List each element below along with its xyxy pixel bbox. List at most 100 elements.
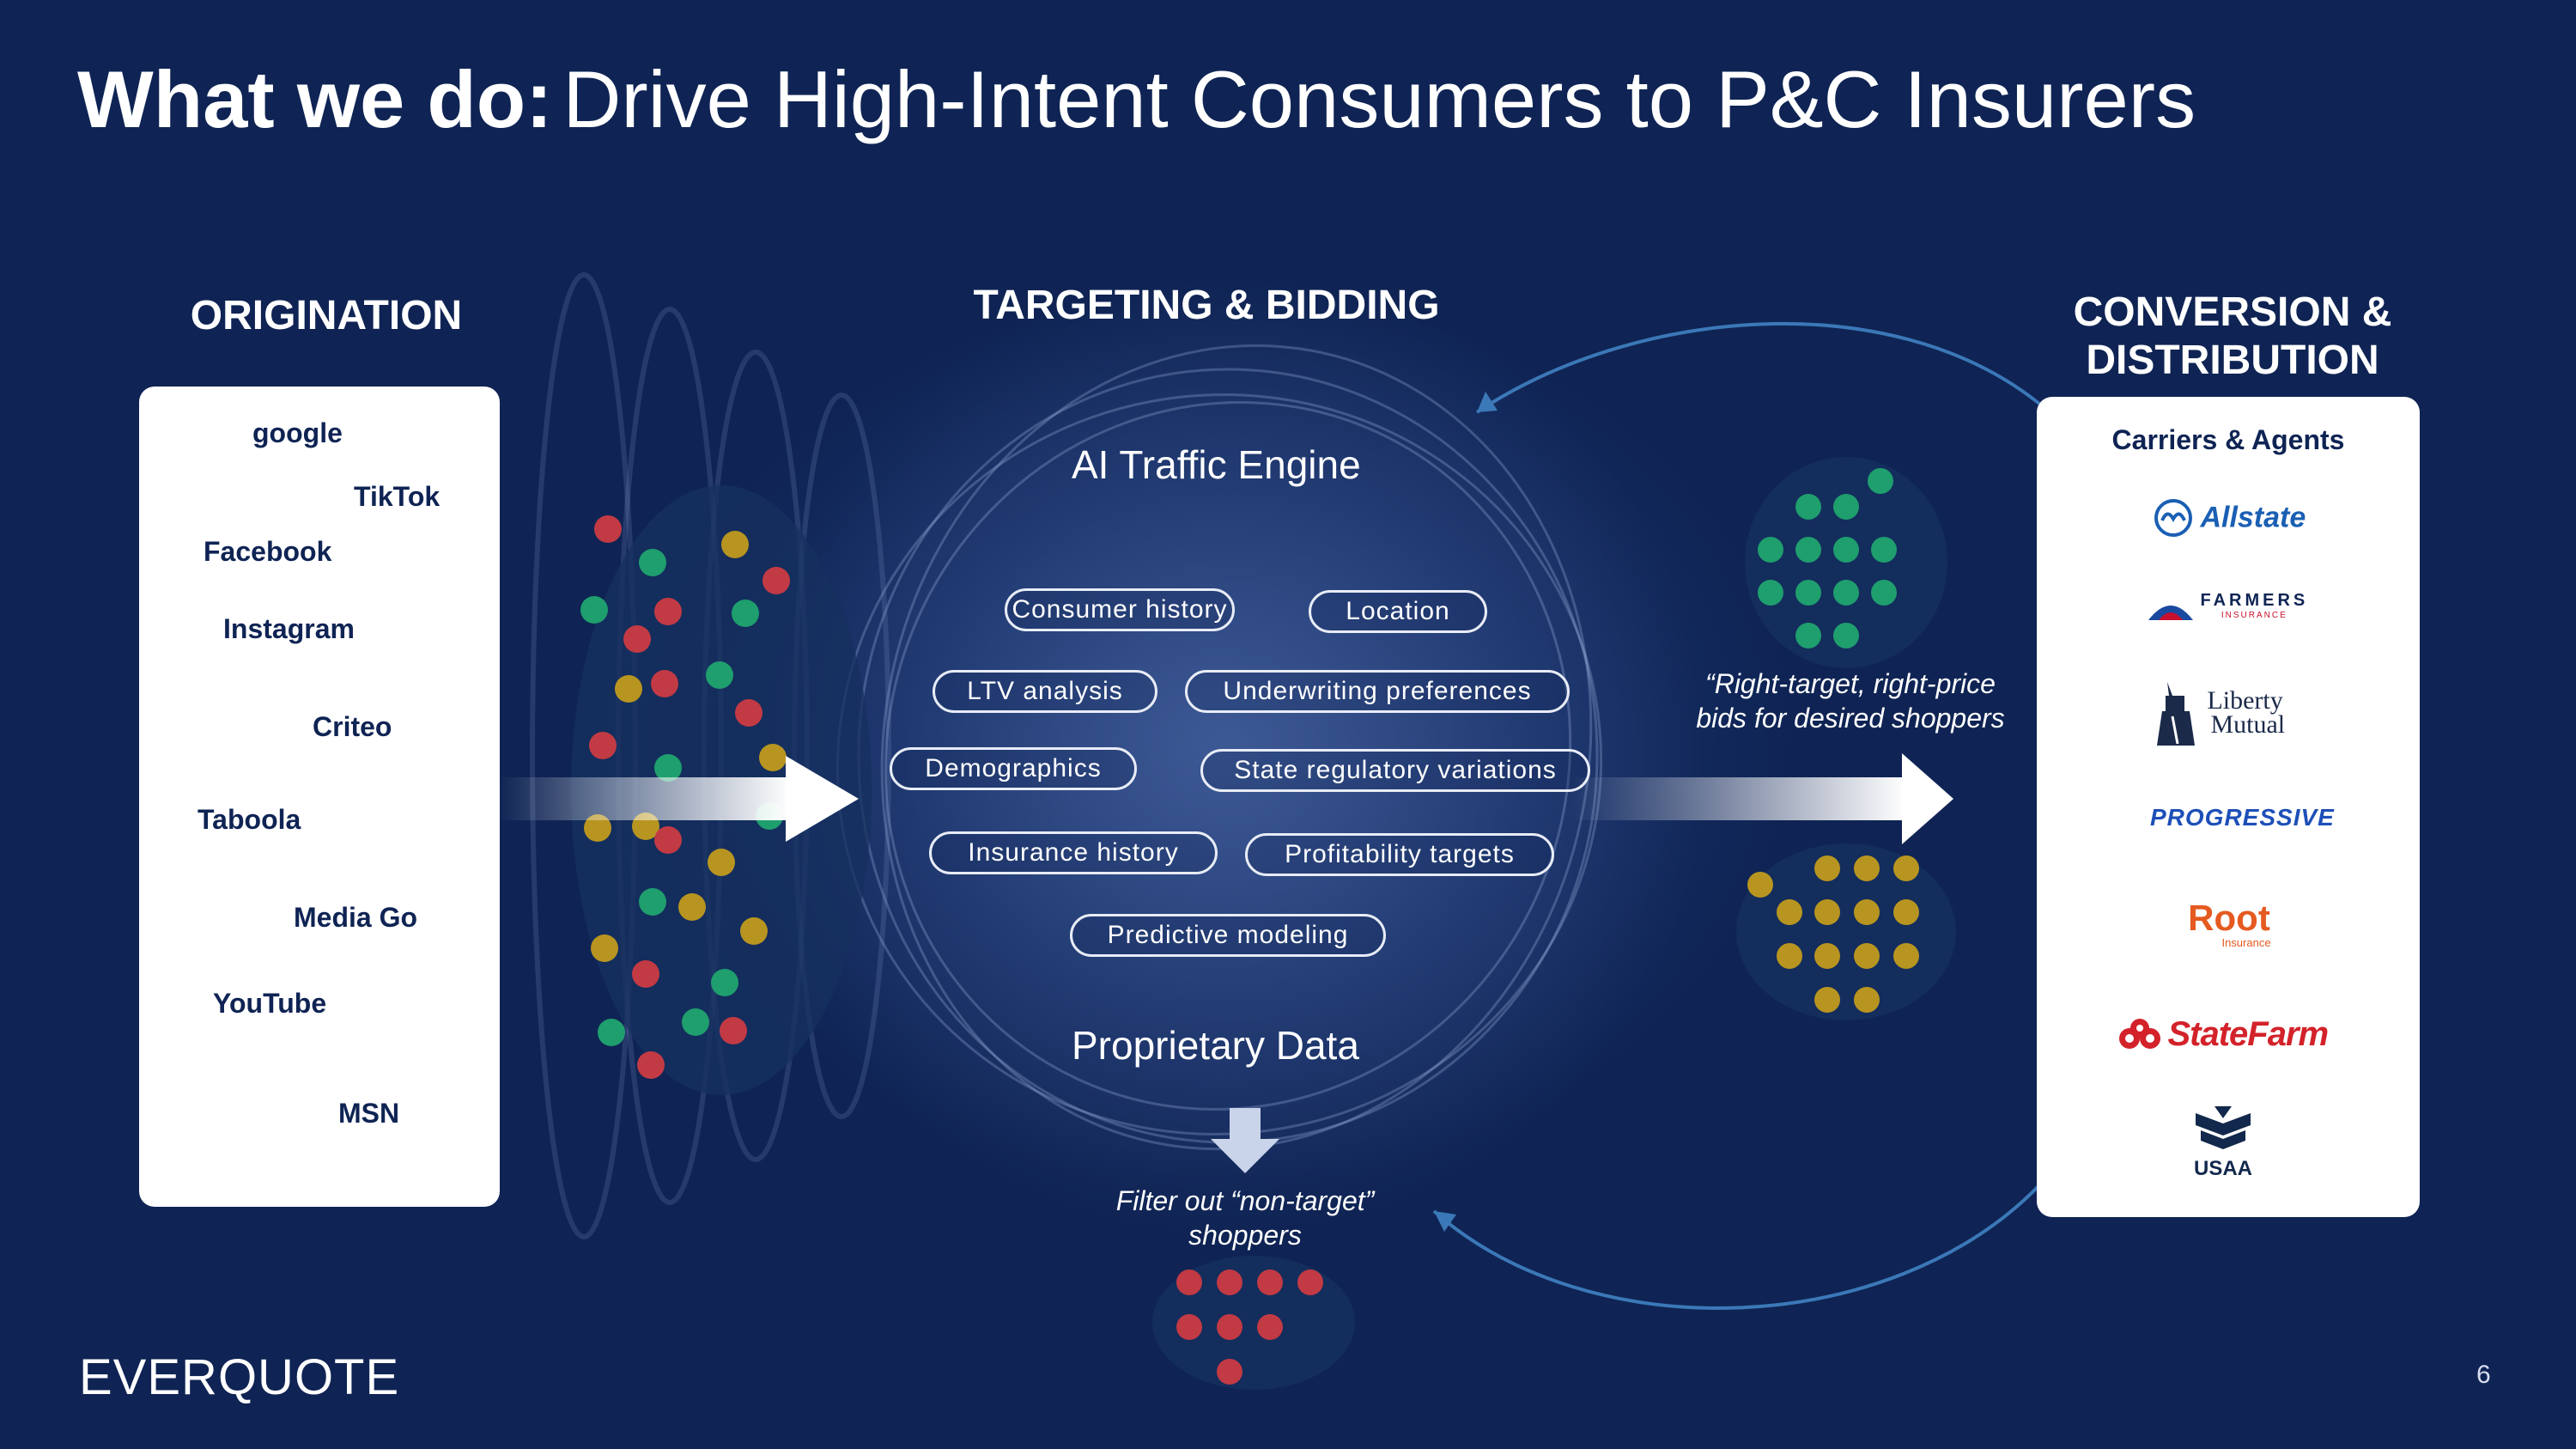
everquote-logo: EVERQUOTE bbox=[79, 1349, 400, 1405]
progressive-logo: PROGRESSIVE bbox=[2150, 804, 2335, 831]
shopper-dot bbox=[706, 661, 733, 689]
shopper-dot bbox=[1814, 987, 1840, 1013]
shopper-dot bbox=[654, 598, 682, 625]
shopper-dot bbox=[1747, 872, 1773, 898]
shopper-dot bbox=[1176, 1314, 1202, 1340]
farmers-subtext: INSURANCE bbox=[2221, 611, 2287, 620]
filter-down-arrow bbox=[1211, 1108, 1279, 1173]
root-logo: Root Insurance bbox=[2178, 900, 2281, 950]
shopper-dot bbox=[1814, 855, 1840, 881]
allstate-hands-icon bbox=[2154, 499, 2192, 537]
filter-caption: Filter out “non-target” shoppers bbox=[1056, 1184, 1434, 1252]
shopper-dot bbox=[654, 826, 682, 854]
shopper-dot bbox=[720, 1017, 747, 1044]
shopper-dot bbox=[1257, 1269, 1283, 1295]
source-google: google bbox=[252, 417, 343, 448]
state-farm-logo: StateFarm bbox=[2116, 1015, 2329, 1054]
shopper-dot bbox=[623, 625, 651, 653]
shopper-dot bbox=[1758, 537, 1783, 563]
shopper-dot bbox=[584, 814, 611, 842]
factor-pill: Predictive modeling bbox=[1070, 914, 1386, 957]
conversion-heading-line2: DISTRIBUTION bbox=[2086, 338, 2379, 383]
shopper-dot bbox=[1871, 580, 1897, 606]
shopper-dot bbox=[1297, 1269, 1323, 1295]
page-title: What we do:Drive High-Intent Consumers t… bbox=[77, 53, 2196, 146]
shopper-dot bbox=[651, 670, 678, 697]
shopper-dot bbox=[1257, 1314, 1283, 1340]
factor-pill: Demographics bbox=[890, 747, 1137, 790]
liberty-mutual-logo: Liberty Mutual bbox=[2152, 679, 2285, 747]
shopper-dot bbox=[708, 849, 735, 876]
source-youtube: YouTube bbox=[213, 988, 327, 1019]
shopper-dot bbox=[1814, 943, 1840, 969]
shopper-dot bbox=[1176, 1269, 1202, 1295]
root-subtext: Insurance bbox=[2221, 936, 2271, 949]
shopper-dot bbox=[637, 1051, 665, 1079]
source-media-go: Media Go bbox=[294, 902, 418, 933]
factor-pill: Profitability targets bbox=[1245, 833, 1554, 876]
factor-pill: Underwriting preferences bbox=[1185, 670, 1570, 713]
factor-pill: LTV analysis bbox=[933, 670, 1157, 713]
shopper-dot bbox=[598, 1019, 625, 1046]
state-farm-wordmark: StateFarm bbox=[2167, 1015, 2329, 1053]
shopper-dot bbox=[589, 732, 617, 759]
shopper-dot bbox=[1854, 987, 1880, 1013]
title-rest: Drive High-Intent Consumers to P&C Insur… bbox=[562, 54, 2196, 144]
conversion-arrow bbox=[1571, 753, 1953, 844]
carriers-heading: Carriers & Agents bbox=[2111, 424, 2345, 455]
mutual-wordmark: Mutual bbox=[2210, 710, 2286, 739]
shopper-dot bbox=[678, 893, 706, 921]
shopper-dot bbox=[740, 917, 768, 945]
shopper-dot bbox=[1893, 899, 1919, 925]
shopper-dot bbox=[1854, 855, 1880, 881]
shopper-dot bbox=[1795, 537, 1821, 563]
source-tiktok: TikTok bbox=[354, 481, 440, 512]
shopper-dot bbox=[1795, 623, 1821, 648]
proprietary-data-label: Proprietary Data bbox=[1072, 1023, 1359, 1068]
farmers-wordmark: FARMERS bbox=[2200, 591, 2309, 610]
page-number: 6 bbox=[2476, 1361, 2491, 1389]
target-shoppers-dots bbox=[1745, 457, 1947, 668]
shopper-dot bbox=[1854, 899, 1880, 925]
liberty-wordmark: Liberty bbox=[2207, 686, 2283, 715]
title-bold: What we do: bbox=[77, 54, 553, 144]
source-facebook: Facebook bbox=[204, 536, 332, 567]
shopper-dot bbox=[735, 699, 762, 727]
origination-heading: ORIGINATION bbox=[190, 293, 463, 338]
conversion-heading: CONVERSION & DISTRIBUTION bbox=[2018, 289, 2447, 385]
shopper-dot bbox=[1871, 537, 1897, 563]
shopper-dot bbox=[580, 596, 608, 624]
state-farm-ovals-icon bbox=[2119, 1018, 2160, 1049]
factor-pill: Consumer history bbox=[1005, 588, 1235, 631]
shopper-dot bbox=[632, 960, 659, 988]
shopper-dot bbox=[1833, 537, 1859, 563]
shopper-dot bbox=[1758, 580, 1783, 606]
ai-traffic-engine-label: AI Traffic Engine bbox=[1072, 442, 1361, 487]
right-target-quote: “Right-target, right-price bids for desi… bbox=[1666, 667, 2035, 735]
filter-caption-line1: Filter out “non-target” bbox=[1115, 1185, 1375, 1216]
shopper-dot bbox=[759, 744, 787, 771]
source-criteo: Criteo bbox=[313, 711, 392, 742]
filtered-shoppers-dots bbox=[1152, 1256, 1355, 1390]
shopper-dot bbox=[615, 675, 642, 703]
shopper-dot bbox=[1814, 899, 1840, 925]
source-msn: MSN bbox=[338, 1098, 400, 1129]
source-taboola: Taboola bbox=[197, 804, 301, 835]
shopper-dot bbox=[1217, 1269, 1242, 1295]
farmers-shield-icon bbox=[2148, 606, 2193, 620]
quote-line1: “Right-target, right-price bbox=[1705, 668, 1996, 699]
statue-of-liberty-icon bbox=[2157, 682, 2195, 746]
factor-pill: Insurance history bbox=[929, 831, 1218, 874]
shopper-dot bbox=[639, 549, 666, 576]
priced-shoppers-dots bbox=[1736, 843, 1956, 1020]
shopper-dot bbox=[1795, 494, 1821, 520]
shopper-dot bbox=[1833, 580, 1859, 606]
usaa-wordmark: USAA bbox=[2193, 1157, 2252, 1180]
shopper-dot bbox=[594, 515, 622, 543]
factor-pill: Location bbox=[1309, 590, 1487, 633]
shopper-dot bbox=[1217, 1314, 1242, 1340]
allstate-wordmark: Allstate bbox=[2200, 501, 2306, 534]
factor-pill: State regulatory variations bbox=[1200, 749, 1590, 792]
shopper-dot bbox=[732, 600, 759, 627]
